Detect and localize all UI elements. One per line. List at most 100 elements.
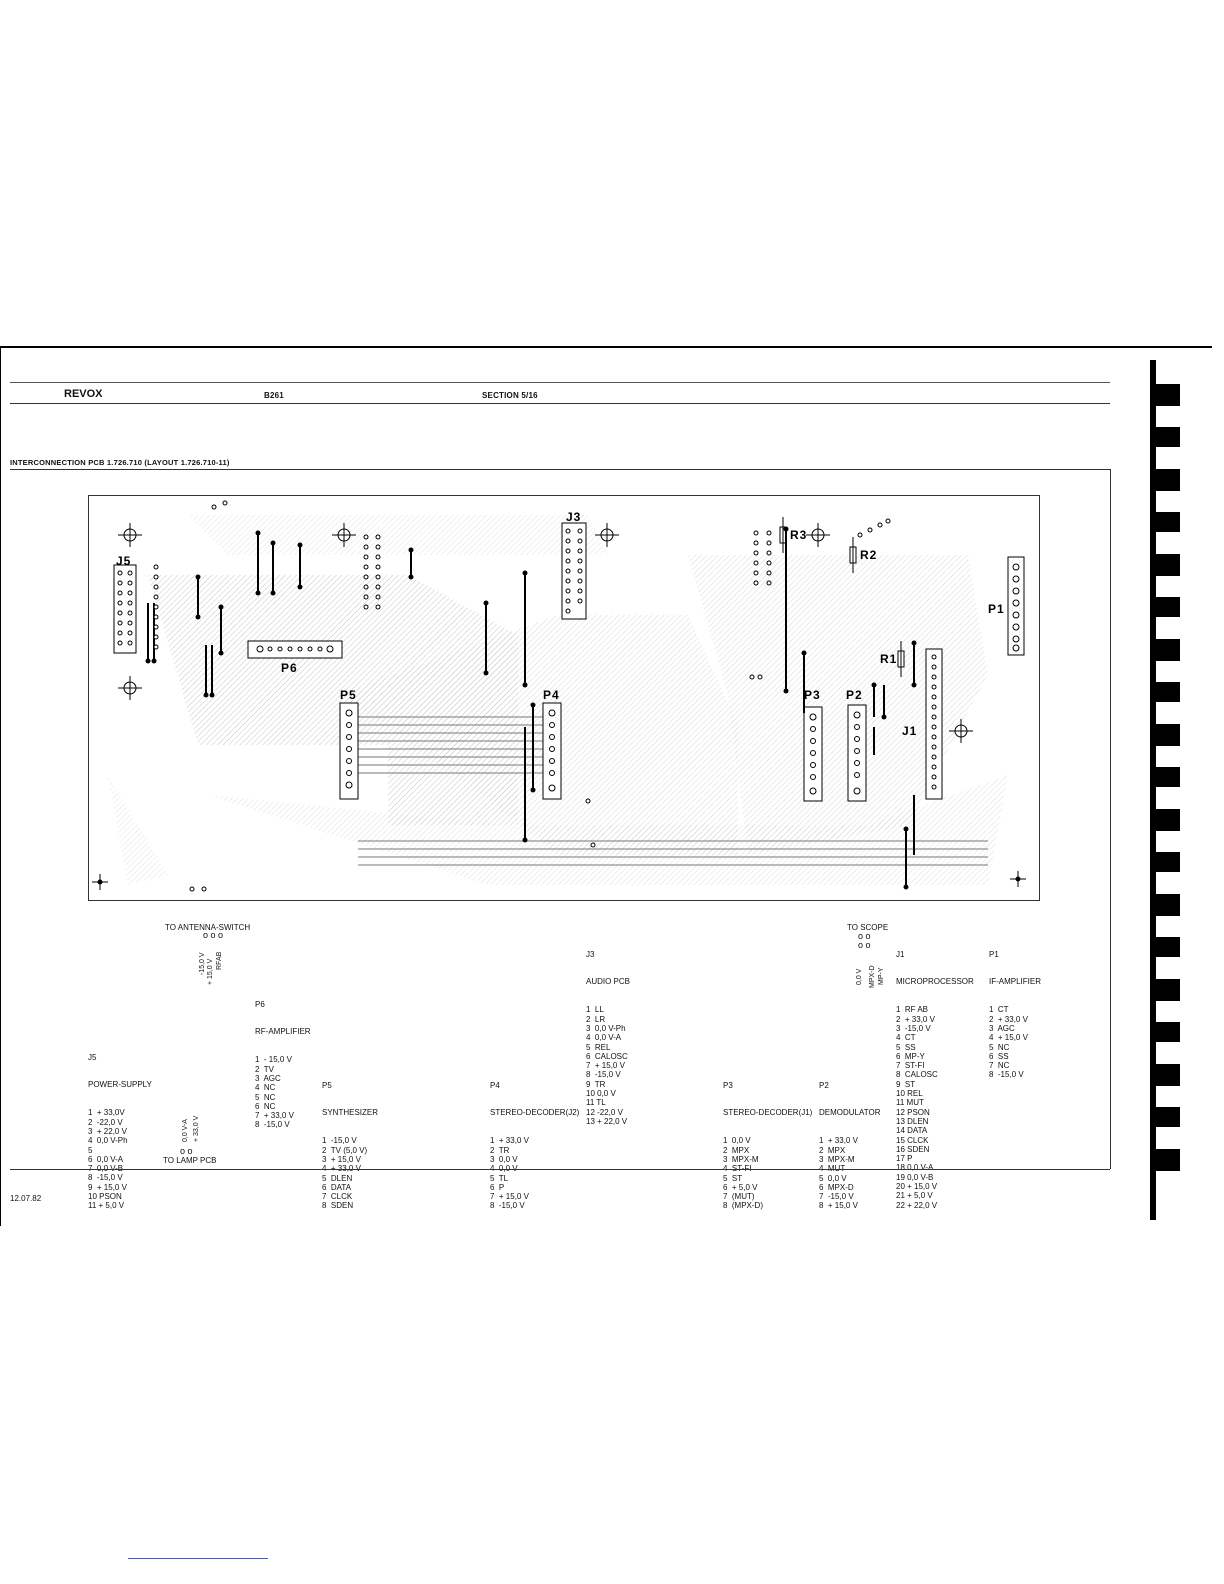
pinlist-title: RF-AMPLIFIER <box>255 1027 311 1037</box>
pin-row: 5 NC <box>989 1042 1010 1052</box>
pinlist-id: J1 <box>896 949 905 959</box>
pin-row: 11 TL <box>586 1098 606 1108</box>
lamp-pin-1: 0,0 V-A <box>182 1119 189 1142</box>
pin-row: 7 + 33,0 V <box>255 1111 294 1121</box>
pin-row: 8 CALOSC <box>896 1070 938 1080</box>
binding-ring <box>1154 426 1180 447</box>
header-rule-bottom <box>10 403 1110 404</box>
pin-row: 1 0,0 V <box>723 1136 751 1146</box>
pin-row: 8 SDEN <box>322 1201 354 1211</box>
pin-row: 5 ST <box>723 1173 743 1183</box>
pin-row: 8 -15,0 V <box>490 1201 525 1211</box>
antenna-pin-circles: o o o <box>203 930 224 940</box>
pin-row: 11 MUT <box>896 1098 924 1108</box>
pin-row: 6 + 5,0 V <box>723 1182 758 1192</box>
page-title: INTERCONNECTION PCB 1.726.710 (LAYOUT 1.… <box>10 458 230 467</box>
binding-ring <box>1154 511 1180 532</box>
label-P3: P3 <box>804 688 821 702</box>
pin-row: 7 + 15,0 V <box>490 1192 529 1202</box>
binding-ring <box>1154 766 1180 787</box>
pin-row: 4 ST-FI <box>723 1164 812 1173</box>
binding-ring <box>1154 894 1180 916</box>
pin-row: 9 + 15,0 V <box>88 1182 127 1192</box>
pin-row: 19 0,0 V-B <box>896 1172 934 1182</box>
pcb-layout-drawing: J5 J3 P1 P6 P5 P4 P3 P2 J1 R3 R2 R1 <box>88 495 1040 901</box>
pinlist-id: J5 <box>88 1052 97 1062</box>
pinlist-title: AUDIO PCB <box>586 977 631 987</box>
pin-row: 1 + 33,0 V <box>490 1136 529 1146</box>
pin-row: 5 NC <box>255 1092 276 1102</box>
pin-row: 1 + 33,0V <box>88 1108 125 1118</box>
binding-ring <box>1154 851 1180 872</box>
pin-row: 1 - 15,0 V <box>255 1055 292 1065</box>
label-R3: R3 <box>790 528 807 542</box>
connector-J5 <box>113 564 137 654</box>
pinlist-id: P4 <box>490 1080 500 1090</box>
binding-ring <box>1154 724 1180 746</box>
pinlist-title: STEREO-DECODER(J1) <box>723 1108 813 1118</box>
pinlist-title: STEREO-DECODER(J2) <box>490 1108 580 1118</box>
pin-row: 8 -15,0 V <box>989 1070 1024 1080</box>
brand-logo: REVOX <box>64 388 103 400</box>
pin-row: 2 TV (5,0 V) <box>322 1145 368 1155</box>
pin-row: 3 0,0 V <box>490 1154 518 1164</box>
header-rule-top <box>10 382 1110 383</box>
right-frame-line <box>1110 469 1111 1169</box>
pin-row: 8 -15,0 V <box>88 1173 123 1183</box>
jumper-wires <box>147 529 915 887</box>
pin-row: 1 LL <box>586 1005 604 1015</box>
pin-row: 14 DATA <box>896 1126 928 1136</box>
pin-row: 4 NC <box>255 1083 276 1093</box>
pin-row: 7 0,0 V-B <box>88 1164 152 1173</box>
binding-ring <box>1154 1021 1180 1042</box>
pin-row: 9 TR <box>586 1079 606 1089</box>
pinlist-title: SYNTHESIZER <box>322 1108 379 1118</box>
pin-row: 1 + 33,0 V <box>819 1136 858 1146</box>
antenna-switch-title: TO ANTENNA-SWITCH <box>165 923 251 932</box>
link-underline[interactable] <box>128 1558 268 1559</box>
antenna-pin-2: + 15,0 V <box>207 958 214 985</box>
pin-row: 15 CLCK <box>896 1135 929 1145</box>
title-rule <box>10 469 1110 470</box>
label-J1: J1 <box>902 724 917 738</box>
model-number: B261 <box>264 391 284 400</box>
pin-row: 5 REL <box>586 1042 611 1052</box>
label-P4: P4 <box>543 688 560 702</box>
pin-row: 4 0,0 V-Ph <box>88 1136 128 1146</box>
pin-row: 3 0,0 V-Ph <box>586 1023 626 1033</box>
binding-ring <box>1154 469 1180 491</box>
pinlist-id: P1 <box>989 949 999 959</box>
pin-row: 7 -15,0 V <box>819 1192 854 1202</box>
pin-row: 5 SS <box>896 1042 916 1052</box>
pin-row: 4 0,0 V-A <box>586 1033 622 1043</box>
label-P6: P6 <box>281 661 298 675</box>
pin-row: 6 MPX-D <box>819 1182 854 1192</box>
pinlist-title: POWER-SUPPLY <box>88 1080 152 1090</box>
pin-row: 5 <box>88 1145 93 1155</box>
lamp-pin-circles: o o <box>180 1146 193 1156</box>
pin-row: 12 -22,0 V <box>586 1107 623 1117</box>
binding-ring <box>1154 681 1180 702</box>
binding-ring <box>1154 639 1180 661</box>
pinlist-title: DEMODULATOR <box>819 1108 881 1118</box>
scope-pin-2: MPX-D <box>869 965 876 988</box>
antenna-pin-3: RFAB <box>216 951 223 970</box>
pinlist-id: J3 <box>586 949 595 959</box>
pinlist-id: P3 <box>723 1080 733 1090</box>
pin-row: 6 0,0 V-A <box>88 1154 124 1164</box>
pin-row: 11 + 5,0 V <box>88 1201 125 1211</box>
scope-pin-1: 0,0 V <box>856 968 863 985</box>
antenna-pin-1: -15,0 V <box>199 952 206 975</box>
binding-ring <box>1154 979 1180 1001</box>
footer-date: 12.07.82 <box>10 1194 42 1203</box>
pin-row: 4 0,0 V <box>490 1164 579 1173</box>
bus-lines <box>358 716 988 866</box>
pin-row: 10 PSON <box>88 1192 122 1202</box>
pin-row: 2 MPX <box>723 1145 750 1155</box>
